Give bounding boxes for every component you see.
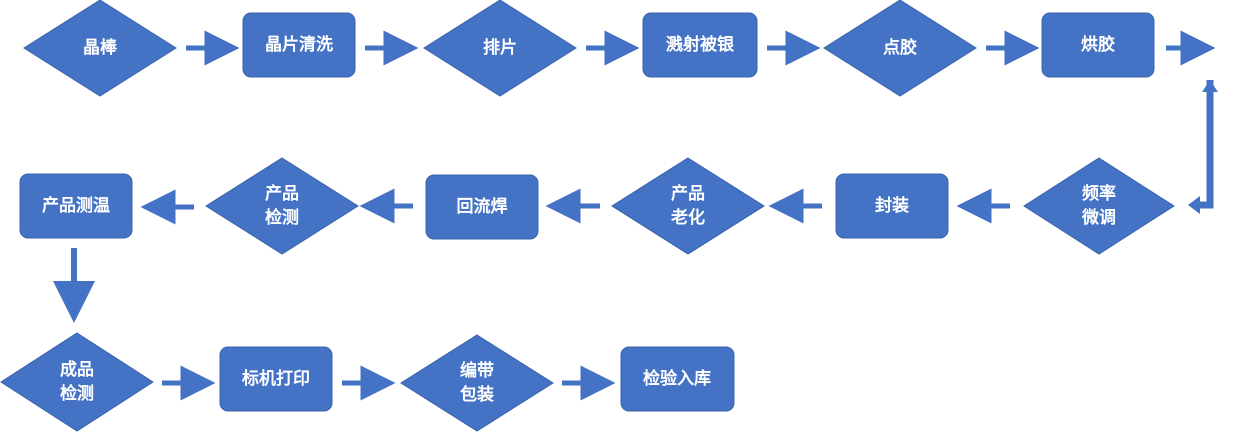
step-inspection-warehousing: 检验入库 (620, 346, 735, 412)
step-curing: 烘胶 (1041, 12, 1155, 78)
step-curing-label: 烘胶 (1081, 34, 1115, 55)
step-temperature-test: 产品测温 (19, 173, 133, 239)
step-product-inspection: 产品 检测 (205, 157, 359, 255)
step-inspection-warehousing-label: 检验入库 (643, 368, 711, 389)
step-ingot: 晶棒 (23, 0, 177, 97)
step-arranging-label: 排片 (483, 37, 517, 58)
step-tape-packaging-line1: 编带 (460, 360, 494, 381)
step-product-inspection-line2: 检测 (265, 207, 299, 228)
step-tape-packaging-line2: 包装 (460, 384, 494, 405)
step-arranging: 排片 (423, 0, 577, 97)
step-frequency-tuning-line2: 微调 (1081, 207, 1116, 228)
step-temperature-test-label: 产品测温 (42, 195, 110, 216)
step-product-aging: 产品 老化 (611, 157, 765, 255)
step-sputter-silver: 溅射被银 (642, 12, 758, 78)
connector-row1-row2 (1188, 80, 1218, 214)
step-packaging: 封装 (835, 173, 949, 239)
step-sputter-silver-label: 溅射被银 (666, 34, 735, 55)
step-product-aging-line1: 产品 (671, 183, 705, 204)
step-frequency-tuning: 频率 微调 (1023, 157, 1175, 255)
step-wafer-cleaning: 晶片清洗 (242, 12, 356, 78)
step-ingot-label: 晶棒 (83, 37, 118, 58)
step-dispensing-label: 点胶 (883, 37, 917, 58)
step-reflow-soldering: 回流焊 (425, 174, 539, 240)
step-marking-printing: 标机打印 (219, 346, 333, 412)
step-dispensing: 点胶 (823, 0, 977, 97)
step-wafer-cleaning-label: 晶片清洗 (265, 34, 333, 55)
step-reflow-soldering-label: 回流焊 (457, 196, 508, 217)
step-product-inspection-line1: 产品 (265, 183, 299, 204)
step-tape-packaging: 编带 包装 (400, 334, 554, 432)
step-frequency-tuning-line1: 频率 (1082, 183, 1116, 204)
step-packaging-label: 封装 (875, 195, 909, 216)
step-final-inspection-line2: 检测 (60, 383, 94, 404)
step-marking-printing-label: 标机打印 (242, 368, 310, 389)
step-final-inspection: 成品 检测 (0, 332, 154, 432)
step-product-aging-line2: 老化 (670, 207, 705, 228)
step-final-inspection-line1: 成品 (60, 359, 94, 380)
